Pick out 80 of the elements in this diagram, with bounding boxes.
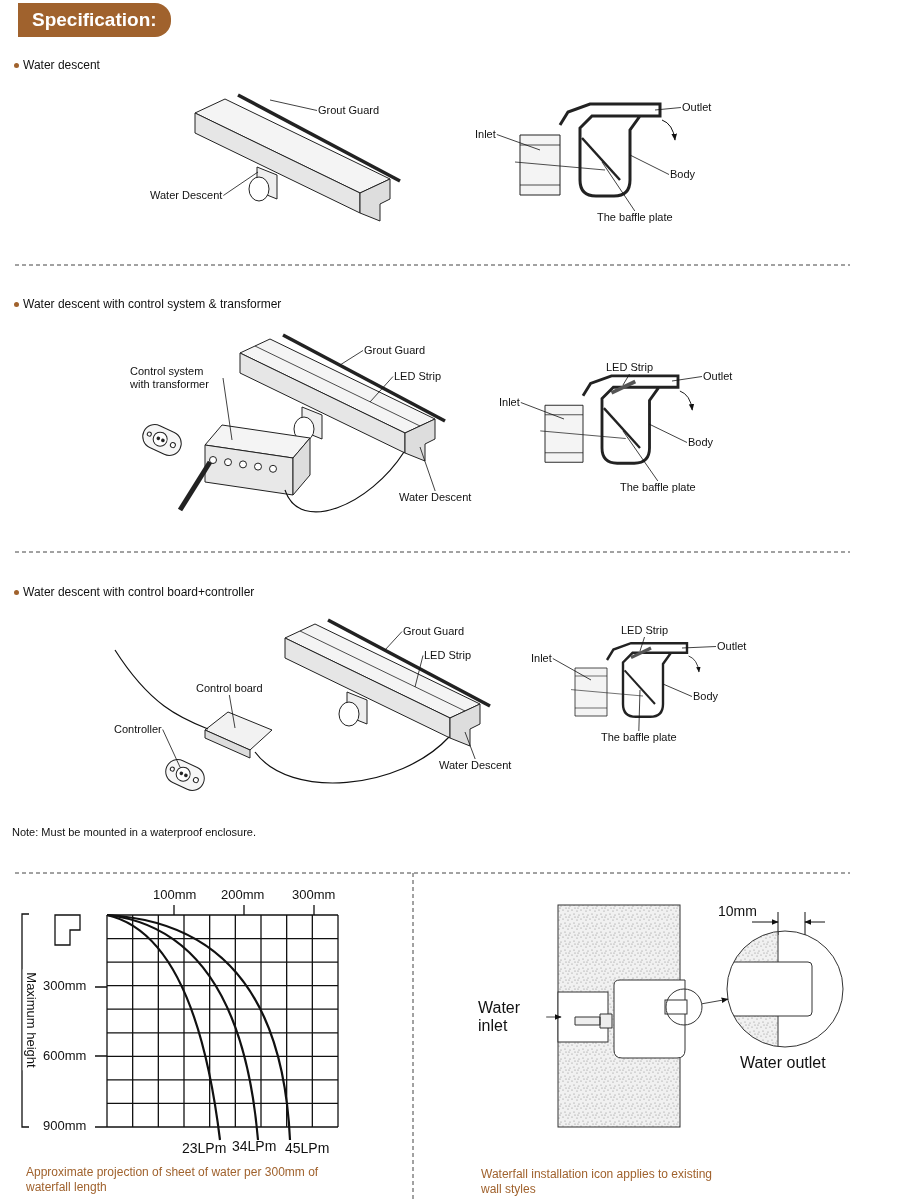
callout-label: Inlet xyxy=(531,652,552,665)
callout-label: Water Descent xyxy=(439,759,512,772)
section-heading: Water descent with control system & transformer xyxy=(14,297,282,312)
leader-line xyxy=(601,161,636,212)
leader-line xyxy=(464,731,476,760)
callout-label: Outlet xyxy=(717,640,747,653)
leader-line xyxy=(681,646,717,649)
callout-label: Body xyxy=(693,690,719,703)
axis-tick-label: 100mm xyxy=(153,887,197,903)
detail-view-drawing xyxy=(726,930,844,1048)
detail-label: Water outlet xyxy=(740,1053,826,1072)
leader-line xyxy=(222,377,233,441)
leader-line xyxy=(228,694,236,729)
page-title: Specification: xyxy=(18,3,171,37)
cable xyxy=(114,649,209,730)
axis-tick-label: 300mm xyxy=(43,978,87,994)
leader-line xyxy=(222,171,259,196)
curve-label: 23LPm xyxy=(182,1140,227,1157)
leader-line xyxy=(552,658,592,681)
callout-label: Outlet xyxy=(703,370,733,383)
leader-line xyxy=(654,107,682,111)
callout-label: Grout Guard xyxy=(403,625,465,638)
wall-installation-drawing xyxy=(557,904,688,1128)
chart-caption: Approximate projection of sheet of water per 300mm of waterfall length xyxy=(26,1165,320,1195)
leader-line xyxy=(639,636,645,652)
leader-line xyxy=(671,376,703,382)
control-board-drawing xyxy=(204,711,273,759)
callout-label: Grout Guard xyxy=(364,344,426,357)
axis-tick-label: 600mm xyxy=(43,1048,87,1064)
callout-label: The baffle plate xyxy=(597,211,673,224)
leader-line xyxy=(384,631,403,651)
leader-line xyxy=(648,423,688,443)
callout-label: Control board xyxy=(196,682,263,695)
water-descent-drawing xyxy=(284,618,491,747)
callout-label: Body xyxy=(688,436,714,449)
callout-label: Water inlet xyxy=(478,999,546,1035)
leader-line xyxy=(496,134,541,151)
curve-label: 34LPm xyxy=(232,1138,277,1155)
callout-label: Grout Guard xyxy=(318,104,380,117)
leader-line xyxy=(629,154,670,175)
callout-label: Inlet xyxy=(475,128,496,141)
section-heading: Water descent with control board+controller xyxy=(14,585,255,600)
leader-line xyxy=(369,376,394,403)
leader-line xyxy=(622,430,659,482)
leader-line xyxy=(162,729,181,768)
dimension-label: 10mm xyxy=(718,903,757,920)
callout-label: Controller xyxy=(114,723,162,736)
water-descent-drawing xyxy=(239,333,446,462)
leader-line xyxy=(419,446,436,492)
callout-label: Body xyxy=(670,168,696,181)
cable xyxy=(254,736,450,784)
section-heading: Water descent xyxy=(14,58,100,73)
leader-line xyxy=(414,655,424,688)
callout-label: LED Strip xyxy=(424,649,472,662)
control-box-drawing xyxy=(177,424,311,512)
axis-tick-label: 900mm xyxy=(43,1118,87,1134)
callout-label: Water Descent xyxy=(399,491,472,504)
curve-label: 45LPm xyxy=(285,1140,330,1157)
callout-label: Outlet xyxy=(682,101,712,114)
axis-title: Maximum height xyxy=(22,969,39,1071)
leader-line xyxy=(662,683,693,697)
leader-line xyxy=(520,402,565,420)
callout-label: LED Strip xyxy=(394,370,442,383)
callout-label: LED Strip xyxy=(621,624,669,637)
figure-caption: Waterfall installation icon applies to existing wall styles xyxy=(481,1167,713,1197)
axis-tick-label: 300mm xyxy=(292,887,336,903)
cable xyxy=(284,451,405,513)
callout-label: The baffle plate xyxy=(620,481,696,494)
callout-label: Water Descent xyxy=(150,189,223,202)
callout-label: Inlet xyxy=(499,396,520,409)
leader-line xyxy=(622,373,630,386)
callout-label: The baffle plate xyxy=(601,731,677,744)
leader-line xyxy=(339,350,364,366)
leader-line xyxy=(638,689,641,732)
axis-tick-label: 200mm xyxy=(221,887,265,903)
callout-label: Control system with transformer xyxy=(130,365,222,391)
note-text: Note: Must be mounted in a waterproof enclosure. xyxy=(12,825,256,839)
detail-circle xyxy=(665,988,703,1026)
callout-label: LED Strip xyxy=(606,361,654,374)
leader-line xyxy=(269,99,318,111)
